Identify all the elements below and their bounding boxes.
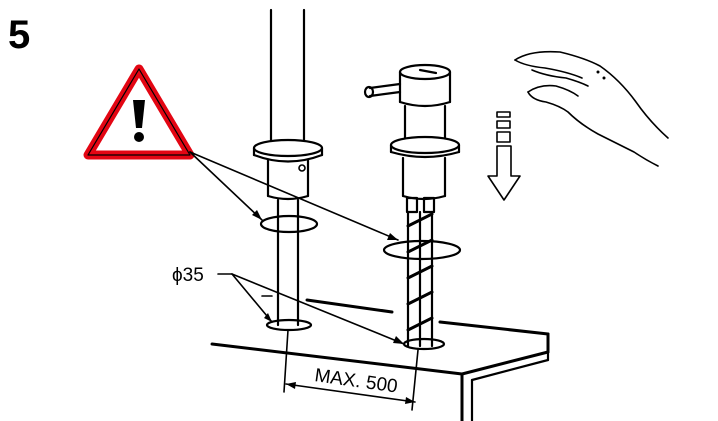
soap-dispenser [363,63,462,351]
faucet-body [252,8,324,332]
step-number: 5 [8,13,30,57]
warning-triangle-icon [83,64,195,160]
warning-leader-lines [189,151,399,241]
spacing-dimension: MAX. 500 [283,329,419,411]
diameter-label: ϕ35 [172,265,204,286]
diameter-dimension: ϕ35 [172,265,405,345]
hand-icon [514,50,669,167]
push-down-arrow-icon [487,111,521,201]
countertop [210,298,550,421]
spacing-label: MAX. 500 [313,365,399,397]
